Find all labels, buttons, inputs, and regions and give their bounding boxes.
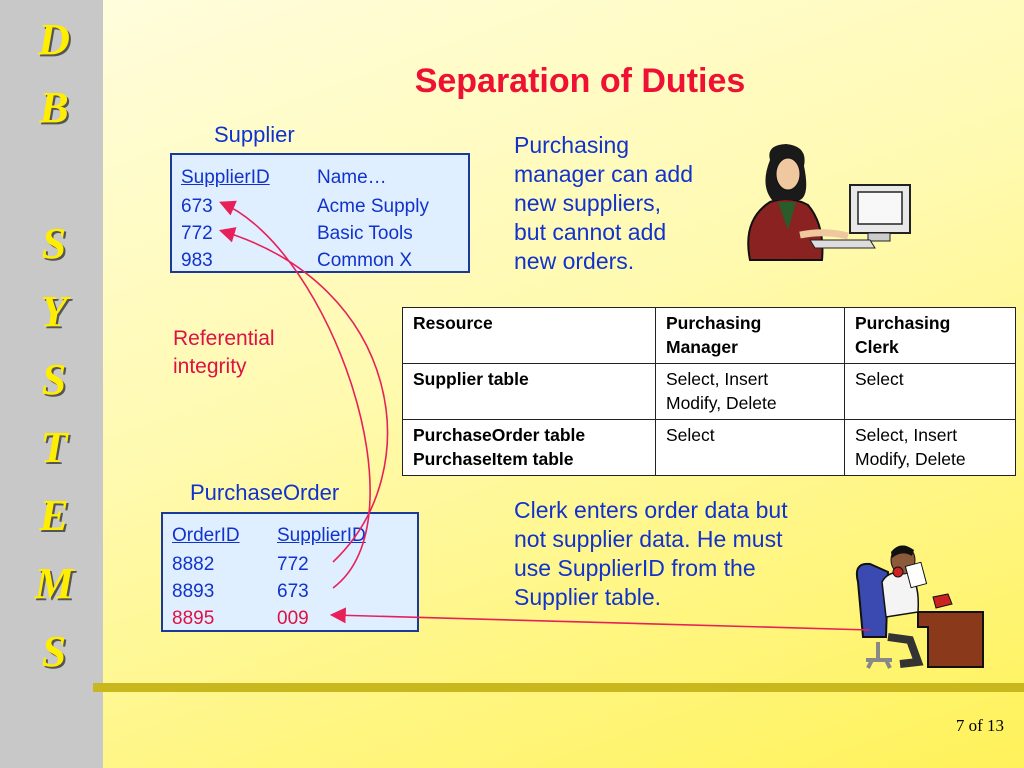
page-current: 7 bbox=[955, 716, 965, 735]
clerk-note-line: Supplier table. bbox=[514, 584, 662, 610]
sidebar-letter: S bbox=[41, 219, 67, 268]
permissions-resource-cell: Supplier table bbox=[402, 363, 656, 420]
clerk-note-line: use SupplierID from the bbox=[514, 555, 756, 581]
permissions-cell: Select bbox=[844, 363, 1016, 420]
cell-line: Select, Insert bbox=[855, 425, 958, 445]
po-cell: 8882 bbox=[172, 554, 215, 575]
supplier-header-id: SupplierID bbox=[181, 167, 270, 188]
slide-title: Separation of Duties bbox=[414, 62, 746, 100]
supplier-cell: 673 bbox=[181, 196, 213, 217]
cell-line: Modify, Delete bbox=[855, 449, 966, 469]
po-cell-invalid: 009 bbox=[277, 608, 309, 629]
sidebar-letter: M bbox=[34, 559, 74, 608]
arrow-fk-772 bbox=[218, 227, 389, 563]
arrow-fk-673 bbox=[219, 200, 371, 589]
clerk-note: Clerk enters order data but not supplier… bbox=[514, 496, 788, 612]
sidebar-letter: D bbox=[38, 15, 70, 64]
ri-line: integrity bbox=[173, 355, 247, 378]
supplier-header-name: Name… bbox=[317, 167, 387, 188]
manager-note: Purchasing manager can add new suppliers… bbox=[514, 131, 693, 276]
cell-line: Manager bbox=[666, 337, 738, 357]
page-sep: of bbox=[968, 716, 983, 735]
po-header-orderid: OrderID bbox=[172, 525, 240, 546]
supplier-caption: Supplier bbox=[214, 122, 295, 147]
page-total: 13 bbox=[987, 716, 1004, 735]
cell-line: Resource bbox=[413, 313, 493, 333]
po-cell: 772 bbox=[277, 554, 309, 575]
sidebar: D B S Y S T E M S bbox=[0, 0, 103, 768]
manager-note-line: Purchasing bbox=[514, 132, 630, 158]
manager-note-line: new suppliers, bbox=[514, 190, 662, 216]
cell-line: Purchasing bbox=[666, 313, 762, 333]
cell-line: Select bbox=[666, 425, 715, 445]
cell-line: PurchaseOrder table bbox=[413, 425, 586, 445]
permissions-header-cell: Resource bbox=[402, 307, 656, 364]
referential-integrity-label: Referential integrity bbox=[173, 325, 275, 381]
cell-line: Supplier table bbox=[413, 369, 529, 389]
purchase-order-caption: PurchaseOrder bbox=[190, 480, 340, 505]
cell-line: Select, Insert bbox=[666, 369, 769, 389]
cell-line: Clerk bbox=[855, 337, 899, 357]
supplier-cell: Basic Tools bbox=[317, 223, 413, 244]
sidebar-letter: S bbox=[41, 627, 67, 676]
purchase-order-table: OrderID SupplierID 8882 772 8893 673 889… bbox=[161, 512, 419, 632]
sidebar-letter: B bbox=[39, 83, 69, 132]
purchasing-clerk-illustration bbox=[855, 545, 984, 669]
purchasing-manager-illustration bbox=[747, 144, 911, 261]
ri-line: Referential bbox=[173, 327, 275, 350]
po-cell-invalid: 8895 bbox=[172, 608, 215, 629]
supplier-cell: Common X bbox=[317, 250, 413, 271]
cell-line: Modify, Delete bbox=[666, 393, 777, 413]
sidebar-letter: Y bbox=[40, 287, 68, 336]
manager-note-line: new orders. bbox=[514, 248, 635, 274]
sidebar-letter: S bbox=[41, 355, 67, 404]
clerk-note-line: Clerk enters order data but bbox=[514, 497, 788, 523]
manager-note-line: but cannot add bbox=[514, 219, 667, 245]
sidebar-letter: T bbox=[40, 423, 68, 472]
po-header-supplierid: SupplierID bbox=[277, 525, 366, 546]
cell-line: Select bbox=[855, 369, 904, 389]
footer-rule bbox=[93, 683, 1024, 692]
supplier-cell: 983 bbox=[181, 250, 213, 271]
sidebar-letter: E bbox=[39, 491, 69, 540]
po-cell: 673 bbox=[277, 581, 309, 602]
permissions-cell: Select bbox=[655, 419, 845, 476]
arrow-clerk-to-invalid-row bbox=[329, 607, 871, 631]
cell-line: PurchaseItem table bbox=[413, 449, 574, 469]
manager-note-line: manager can add bbox=[514, 161, 694, 187]
supplier-cell: Acme Supply bbox=[317, 196, 429, 217]
page-indicator: 7 of 13 bbox=[956, 716, 1004, 736]
po-cell: 8893 bbox=[172, 581, 215, 602]
cell-line: Purchasing bbox=[855, 313, 951, 333]
clerk-note-line: not supplier data. He must bbox=[514, 526, 783, 552]
supplier-cell: 772 bbox=[181, 223, 213, 244]
